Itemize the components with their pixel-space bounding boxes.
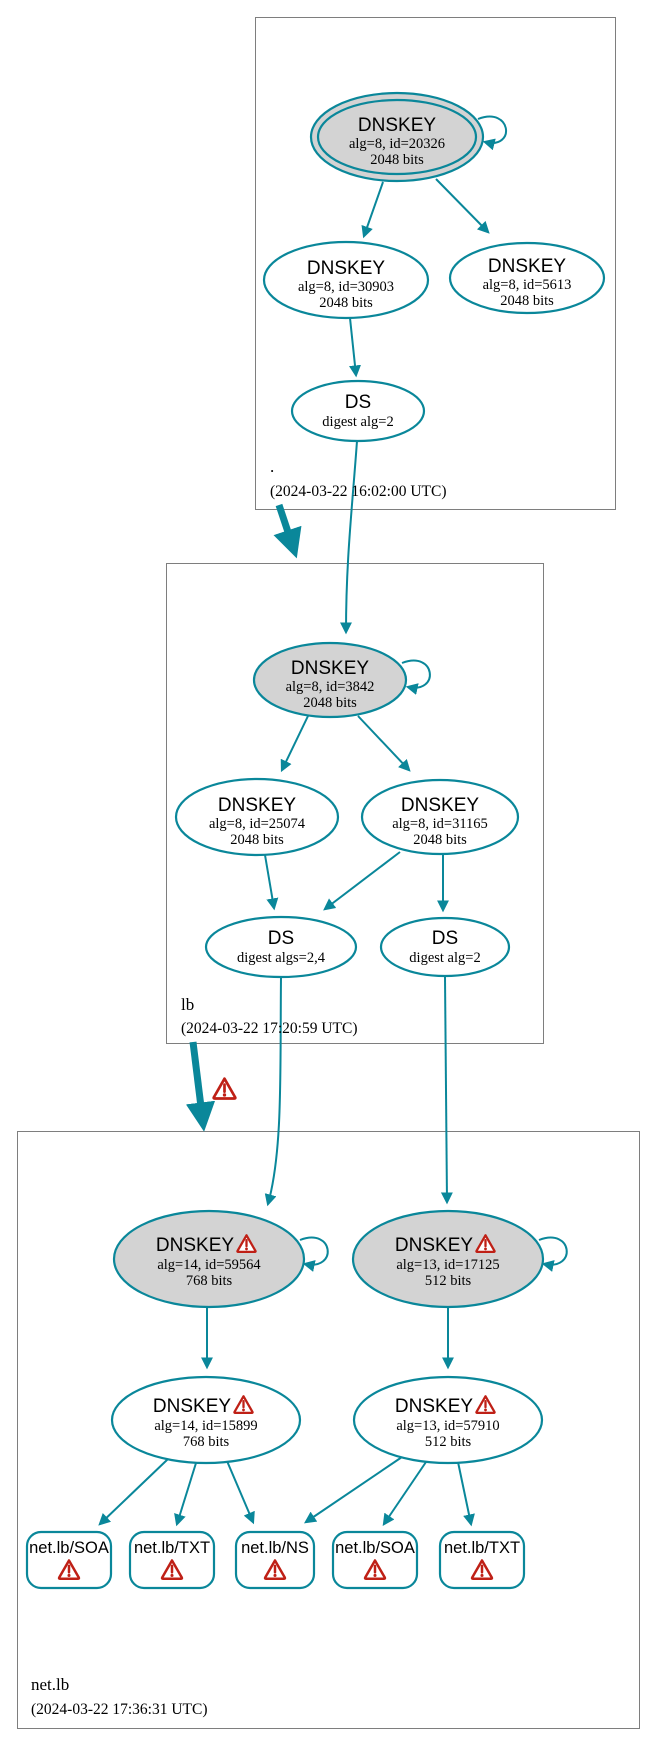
node-title: DNSKEY [401, 795, 479, 816]
node-detail: alg=13, id=57910 [396, 1418, 499, 1434]
rrset-label: net.lb/SOA [29, 1539, 109, 1557]
edge-netlb-zsk1-to-txt1 [174, 1462, 197, 1527]
node-detail: 768 bits [186, 1273, 233, 1289]
node-title: DNSKEY [218, 795, 296, 816]
edge-lb-ds1-to-netlb-ksk1 [264, 976, 282, 1207]
node-lb-zsk2[interactable]: DNSKEY alg=8, id=31165 2048 bits [360, 778, 520, 856]
node-detail: 2048 bits [230, 832, 284, 848]
node-title: DNSKEY [291, 658, 369, 679]
rrset-label: net.lb/SOA [335, 1539, 415, 1557]
node-title: DNSKEY [488, 256, 566, 277]
rrset-netlb-txt-1[interactable]: net.lb/TXT [128, 1530, 216, 1590]
node-lb-zsk1[interactable]: DNSKEY alg=8, id=25074 2048 bits [174, 777, 340, 857]
edge-root-ds-to-lb-ksk [340, 440, 358, 635]
rrset-netlb-txt-2[interactable]: net.lb/TXT [438, 1530, 526, 1590]
self-loop-netlb-ksk2 [538, 1236, 568, 1272]
zone-label-root: . [270, 457, 274, 476]
node-detail: 2048 bits [370, 152, 424, 168]
zone-box-root [255, 17, 616, 510]
rrset-netlb-ns[interactable]: net.lb/NS [234, 1530, 316, 1590]
node-title: DNSKEY [395, 1235, 473, 1256]
edge-root-ksk-to-zsk2 [435, 178, 490, 234]
edge-lb-ksk-to-zsk1 [280, 715, 309, 773]
node-title: DNSKEY [153, 1396, 231, 1417]
node-detail: 2048 bits [303, 695, 357, 711]
edge-netlb-zsk2-to-soa2 [382, 1461, 427, 1526]
node-detail: alg=8, id=5613 [483, 277, 572, 293]
node-lb-ds2[interactable]: DS digest alg=2 [379, 916, 511, 978]
edge-lb-zsk2-to-ds1 [323, 851, 401, 911]
warning-icon-delegation [212, 1077, 237, 1100]
delegation-arrow-lb-to-netlb [185, 1041, 216, 1132]
node-title: DS [345, 392, 371, 413]
self-loop-root-ksk [477, 115, 508, 151]
node-detail: 512 bits [425, 1273, 472, 1289]
node-detail: alg=14, id=15899 [154, 1418, 257, 1434]
node-netlb-zsk2[interactable]: DNSKEY alg=13, id=57910 512 bits [352, 1375, 544, 1465]
zone-label-lb: lb [181, 995, 194, 1014]
node-detail: 768 bits [183, 1434, 230, 1450]
node-detail: 2048 bits [500, 293, 554, 309]
node-detail: 512 bits [425, 1434, 472, 1450]
zone-box-lb [166, 563, 544, 1044]
edge-root-zsk1-to-ds [349, 317, 361, 378]
node-detail: alg=14, id=59564 [157, 1257, 261, 1273]
node-netlb-zsk1[interactable]: DNSKEY alg=14, id=15899 768 bits [110, 1375, 302, 1465]
node-title: DNSKEY [156, 1235, 234, 1256]
node-detail: alg=8, id=20326 [349, 136, 445, 152]
zone-timestamp-lb: (2024-03-22 17:20:59 UTC) [181, 1020, 358, 1037]
node-netlb-ksk2[interactable]: DNSKEY alg=13, id=17125 512 bits [351, 1209, 545, 1309]
node-lb-ds1[interactable]: DS digest algs=2,4 [204, 915, 358, 979]
rrset-label: net.lb/TXT [134, 1539, 210, 1557]
node-detail: alg=13, id=17125 [396, 1257, 499, 1273]
zone-box-netlb [17, 1131, 640, 1729]
node-root-ksk[interactable]: DNSKEY alg=8, id=20326 2048 bits [309, 91, 485, 183]
node-detail: digest alg=2 [322, 414, 393, 430]
node-lb-ksk[interactable]: DNSKEY alg=8, id=3842 2048 bits [252, 641, 408, 719]
edge-root-ksk-to-zsk1 [361, 181, 384, 239]
node-title: DNSKEY [307, 258, 385, 279]
edge-lb-ds2-to-netlb-ksk2 [440, 976, 453, 1205]
node-title: DNSKEY [395, 1396, 473, 1417]
node-detail: alg=8, id=30903 [298, 279, 394, 295]
edge-netlb-zsk2-to-ns [304, 1456, 403, 1524]
node-detail: digest algs=2,4 [237, 950, 326, 966]
node-detail: alg=8, id=25074 [209, 816, 306, 832]
edge-netlb-zsk1-to-ns [226, 1460, 255, 1525]
node-root-ds[interactable]: DS digest alg=2 [290, 379, 426, 443]
edge-lb-ksk-to-zsk2 [357, 715, 411, 772]
node-title: DS [268, 928, 294, 949]
rrset-label: net.lb/TXT [444, 1539, 520, 1557]
zone-label-netlb: net.lb [31, 1675, 69, 1694]
rrset-netlb-soa-2[interactable]: net.lb/SOA [331, 1530, 419, 1590]
node-root-zsk1[interactable]: DNSKEY alg=8, id=30903 2048 bits [262, 240, 430, 320]
edge-netlb-zsk2-to-txt2 [457, 1461, 475, 1527]
delegation-arrow-root-to-lb [273, 503, 302, 559]
node-detail: digest alg=2 [409, 950, 480, 966]
edge-netlb-zsk1-to-soa1 [98, 1458, 169, 1526]
zone-timestamp-root: (2024-03-22 16:02:00 UTC) [270, 483, 447, 500]
node-detail: 2048 bits [319, 295, 373, 311]
self-loop-lb-ksk [401, 659, 431, 695]
self-loop-netlb-ksk1 [299, 1236, 329, 1272]
edge-lb-zsk1-to-ds1 [264, 854, 279, 911]
node-netlb-ksk1[interactable]: DNSKEY alg=14, id=59564 768 bits [112, 1209, 306, 1309]
zone-timestamp-netlb: (2024-03-22 17:36:31 UTC) [31, 1701, 208, 1718]
node-detail: 2048 bits [413, 832, 467, 848]
rrset-netlb-soa-1[interactable]: net.lb/SOA [25, 1530, 113, 1590]
rrset-label: net.lb/NS [241, 1539, 309, 1557]
node-detail: alg=8, id=3842 [286, 679, 375, 695]
node-root-zsk2[interactable]: DNSKEY alg=8, id=5613 2048 bits [448, 241, 606, 315]
node-detail: alg=8, id=31165 [392, 816, 488, 832]
node-title: DS [432, 928, 458, 949]
node-title: DNSKEY [358, 115, 436, 136]
